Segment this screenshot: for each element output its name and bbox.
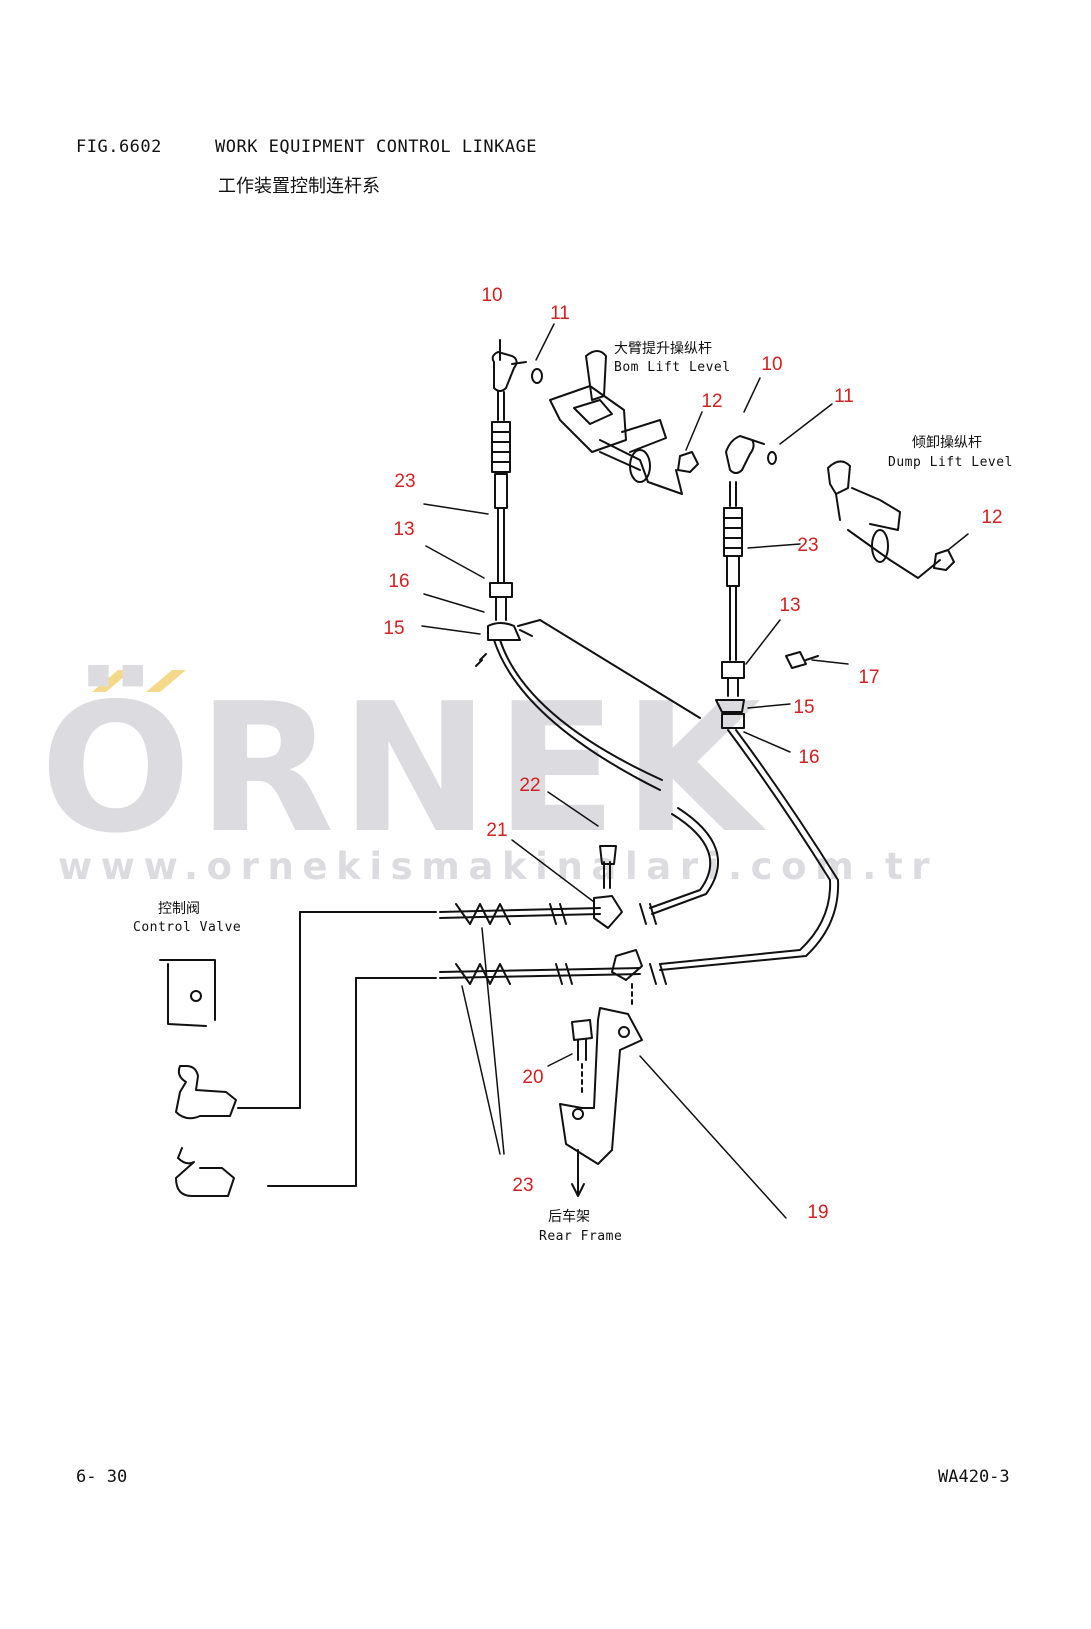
dump-lift-lever — [785, 460, 955, 669]
figure-number: FIG.6602 — [76, 137, 162, 157]
part-number-17: 17 — [858, 667, 879, 688]
boom-lever-label-cn: 大臂提升操纵杆 — [614, 341, 712, 357]
rear-frame-label-en: Rear Frame — [539, 1229, 623, 1244]
dump-cable-run — [659, 729, 832, 965]
part-number-10: 10 — [481, 285, 502, 306]
dump-lever-label-cn: 倾卸操纵杆 — [912, 435, 982, 451]
part-number-15: 15 — [383, 618, 404, 639]
part-number-10: 10 — [761, 354, 782, 375]
part-number-23: 23 — [512, 1175, 533, 1196]
page-number: 6- 30 — [76, 1467, 128, 1487]
part-number-12: 12 — [701, 391, 722, 412]
dump-cable-assembly — [715, 435, 777, 729]
watermark-brand: ÖRNEK — [40, 665, 767, 872]
rear-frame-label-cn: 后车架 — [548, 1209, 590, 1225]
figure-title: WORK EQUIPMENT CONTROL LINKAGE — [215, 137, 538, 157]
control-valve-label-en: Control Valve — [133, 920, 242, 935]
boom-lift-lever — [531, 350, 699, 495]
boom-lever-label-en: Bom Lift Level — [614, 360, 731, 375]
control-valve-label-cn: 控制阀 — [158, 901, 200, 917]
part-number-11: 11 — [834, 386, 854, 407]
part-number-21: 21 — [486, 820, 507, 841]
part-number-23: 23 — [394, 471, 415, 492]
part-number-13: 13 — [779, 595, 800, 616]
part-number-16: 16 — [388, 571, 409, 592]
part-number-16: 16 — [798, 747, 819, 768]
part-number-23: 23 — [797, 535, 818, 556]
part-number-19: 19 — [807, 1202, 828, 1223]
boom-cable-assembly — [475, 339, 533, 667]
part-number-20: 20 — [522, 1067, 543, 1088]
leader-lines — [421, 323, 969, 1219]
part-number-11: 11 — [550, 303, 570, 324]
part-number-22: 22 — [519, 775, 540, 796]
valve-cable-ends — [439, 845, 667, 985]
model-number: WA420-3 — [938, 1467, 1010, 1487]
watermark-url: www.ornekismakinalari.com.tr — [58, 845, 939, 888]
control-valve — [159, 911, 437, 1197]
figure-title-cn: 工作装置控制连杆系 — [218, 176, 380, 197]
part-number-callouts: 10 11 12 23 13 16 15 10 11 12 23 13 17 15 16 22 21 20 23 19 — [383, 285, 1002, 1223]
rear-frame-bracket — [559, 983, 643, 1197]
part-number-13: 13 — [393, 519, 414, 540]
dump-lever-label-en: Dump Lift Level — [888, 455, 1013, 470]
part-number-15: 15 — [793, 697, 814, 718]
boom-cable-run — [493, 639, 661, 791]
part-number-12: 12 — [981, 507, 1002, 528]
